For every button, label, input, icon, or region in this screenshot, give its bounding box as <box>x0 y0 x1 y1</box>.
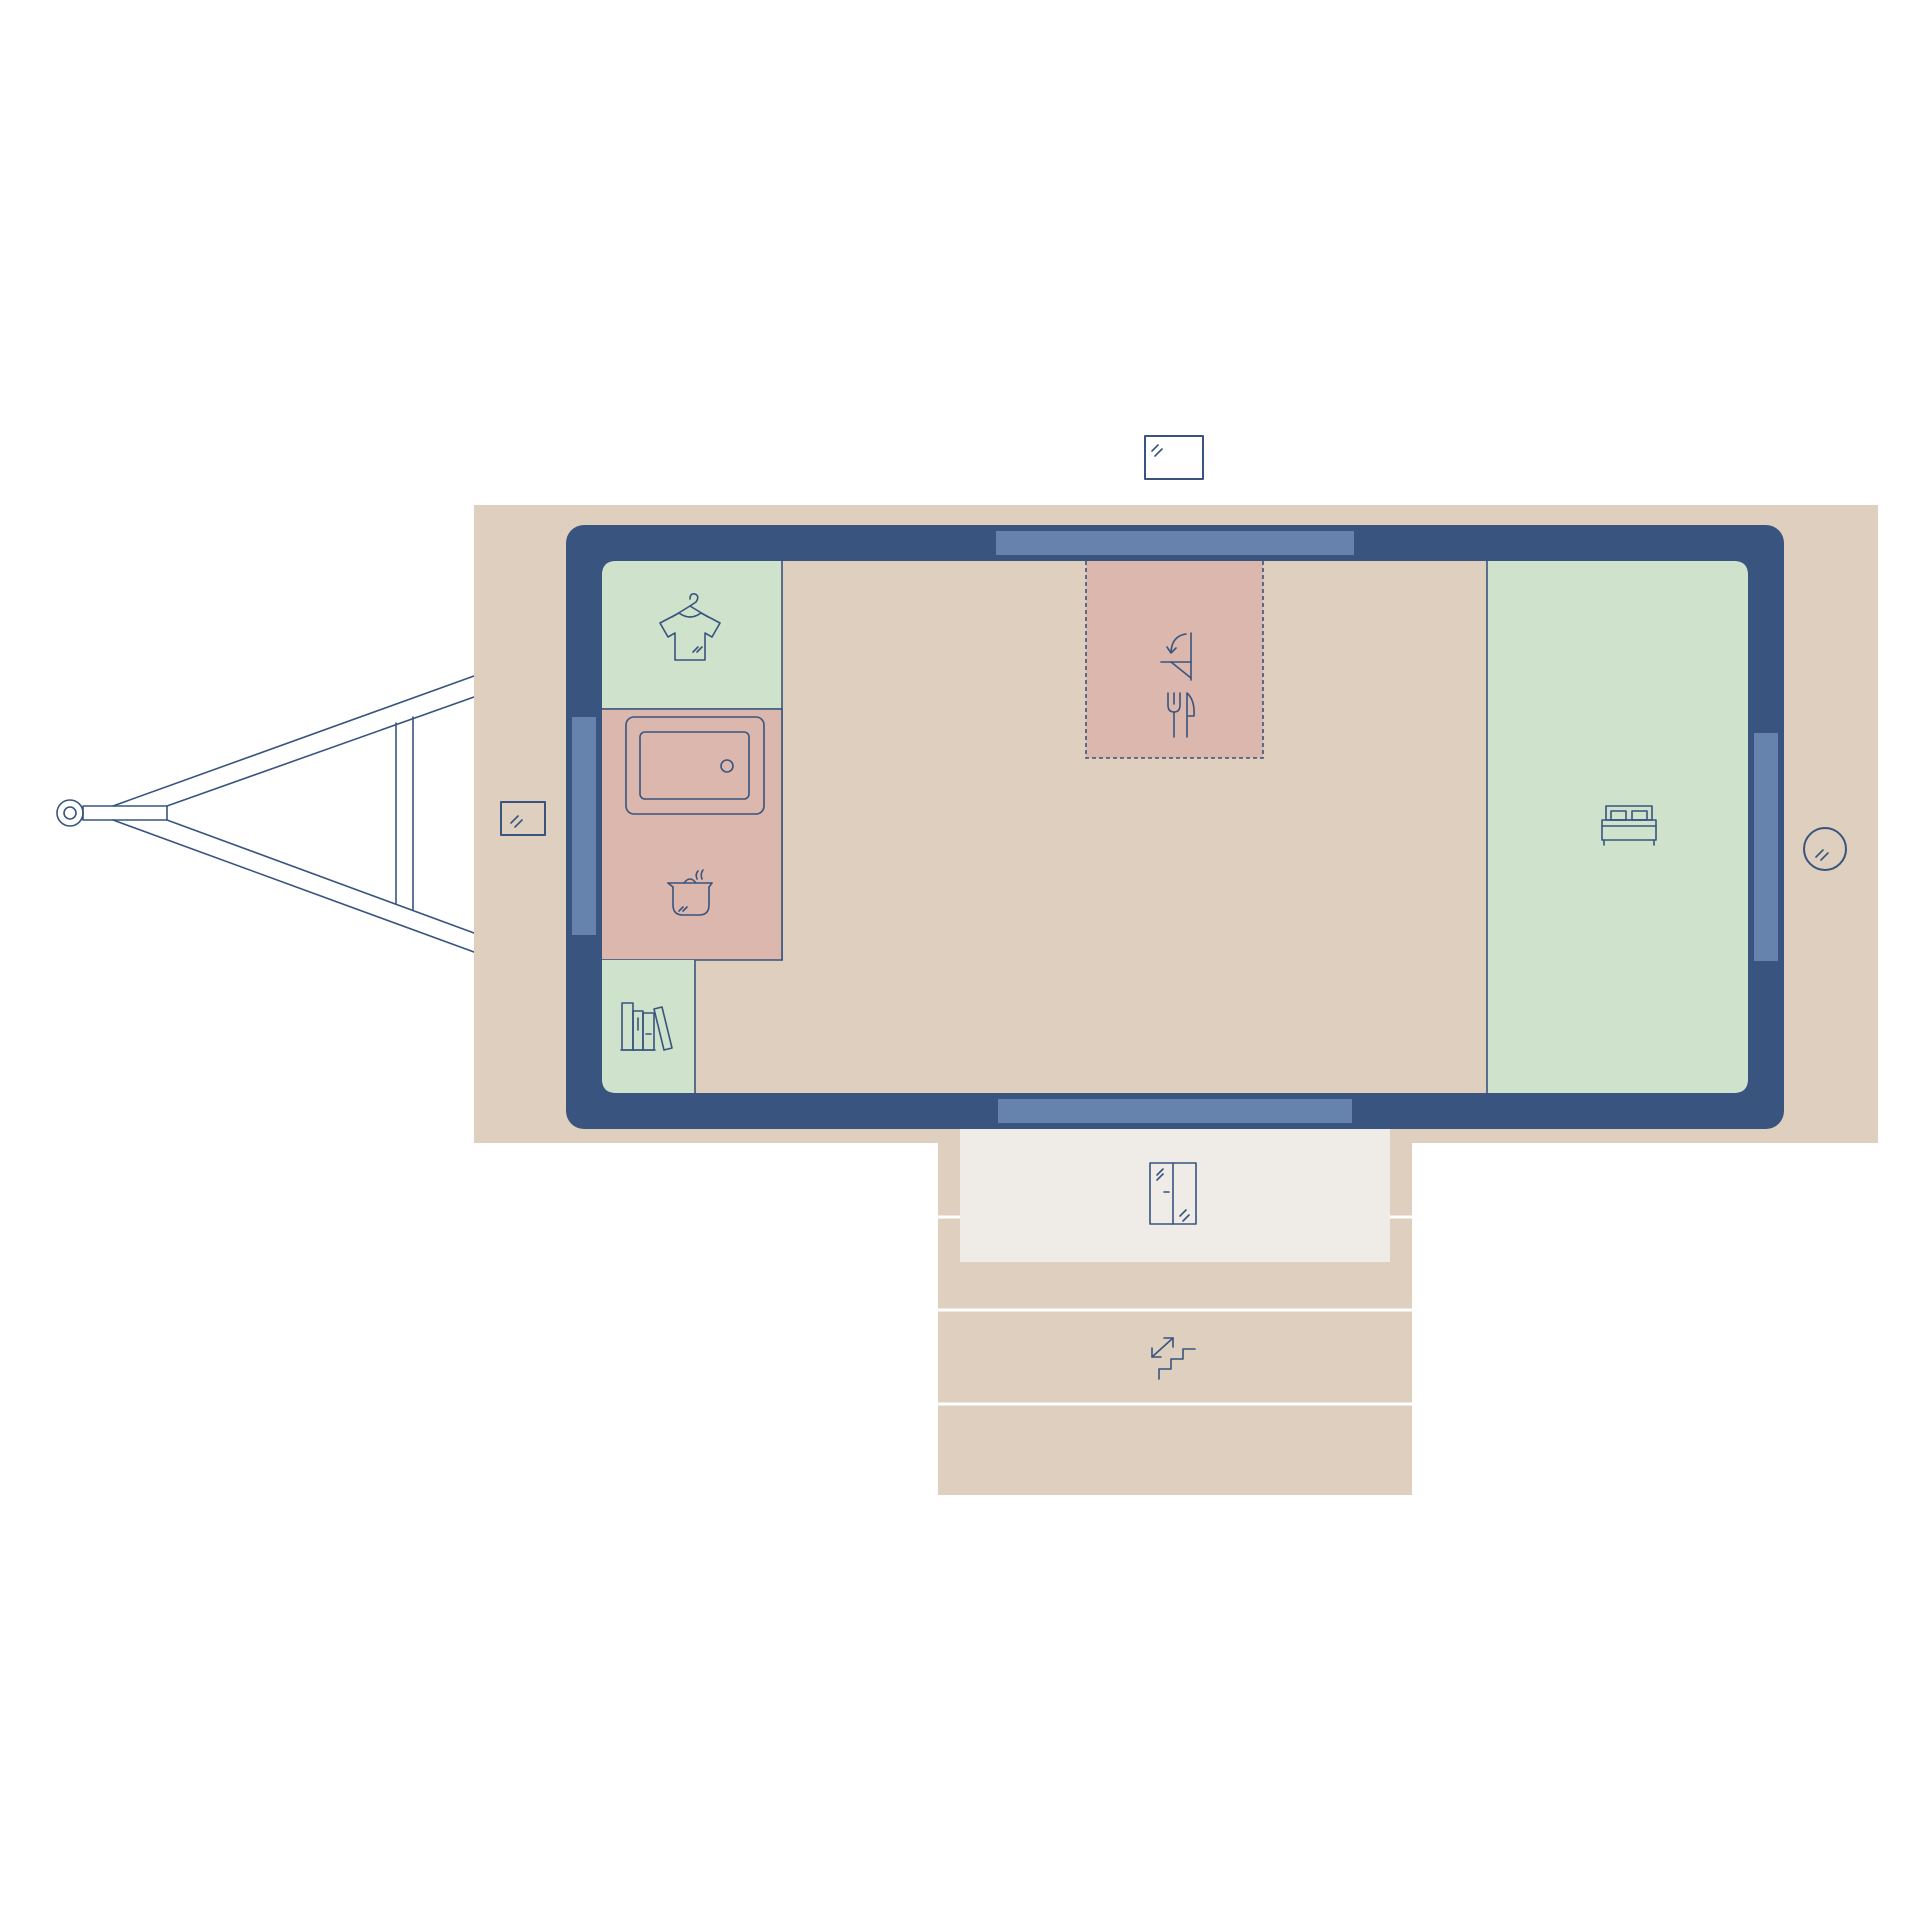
ew-left-mark-2 <box>514 819 523 828</box>
shirt-hanger-icon <box>659 593 721 661</box>
window-top <box>996 531 1354 555</box>
stairs-arrow-down <box>1151 1347 1162 1358</box>
exterior-light-icon <box>1803 827 1847 871</box>
ew-left-mark-1 <box>510 815 519 824</box>
pot-handles <box>667 882 713 888</box>
sink-basin-outer <box>625 716 765 815</box>
stairs-icon <box>1151 1337 1196 1380</box>
ew-top-mark-1 <box>1151 444 1159 452</box>
window-right <box>1754 733 1778 961</box>
bedroom-zone <box>1487 561 1748 1093</box>
sliding-door-icon <box>1149 1162 1197 1225</box>
exterior-window-left <box>500 801 546 836</box>
tongue-upper-inner <box>166 696 475 807</box>
kitchen-zone <box>602 709 782 960</box>
exterior-window-icon <box>1144 435 1204 480</box>
hanger-hook <box>689 593 699 607</box>
books-icon <box>620 1002 673 1051</box>
door-glass-mark-2 <box>1156 1173 1164 1181</box>
sink-basin-inner <box>639 731 750 800</box>
dining-dashed-outline <box>1085 561 1264 759</box>
knife <box>1186 692 1195 738</box>
exterior-window-icon <box>500 801 546 836</box>
door-glass-mark-1 <box>1156 1168 1164 1176</box>
light-mark-2 <box>1820 852 1829 861</box>
cooking-pot-icon <box>667 869 713 916</box>
tongue-lower-outer <box>112 819 475 953</box>
entry-porch <box>960 1128 1390 1262</box>
shirt-mark-1 <box>692 646 699 653</box>
exterior-light-ring <box>1803 827 1847 871</box>
trailer-hitch <box>56 675 475 953</box>
fold-arrow-head <box>1166 646 1177 654</box>
pot-steam <box>695 869 704 880</box>
stairs-arrow-line <box>1151 1337 1174 1358</box>
tongue-upper-outer <box>112 675 475 807</box>
fork-knife-icon <box>1167 692 1195 738</box>
pot-mark-2 <box>682 906 688 912</box>
tongue-lower-inner <box>166 819 475 934</box>
pot-body <box>672 886 710 916</box>
door-glass-mark-3 <box>1179 1209 1187 1217</box>
sink-icon <box>625 716 765 815</box>
pot-lid-knob <box>683 878 697 884</box>
pot-mark-1 <box>678 906 684 912</box>
stairs-arrow-up <box>1163 1337 1174 1348</box>
interior-floor <box>602 561 1748 1093</box>
wardrobe-zone <box>602 561 782 709</box>
bed-mattress <box>1601 819 1657 841</box>
fold-down-table-icon <box>1160 632 1192 681</box>
shirt-mark-2 <box>696 646 703 653</box>
sink-drain <box>720 759 734 773</box>
ew-top-mark-2 <box>1154 448 1163 457</box>
light-mark-1 <box>1815 849 1824 858</box>
hitch-ball-inner <box>63 806 77 820</box>
exterior-window-top <box>1144 435 1204 480</box>
hitch-coupler <box>82 805 168 821</box>
window-left <box>572 717 596 935</box>
book-4 <box>653 1006 673 1051</box>
door-glass-mark-4 <box>1182 1214 1190 1222</box>
bookshelf-zone <box>602 960 695 1093</box>
shirt-body <box>659 612 721 661</box>
fold-arrow-arc <box>1170 633 1187 653</box>
bed-icon <box>1601 805 1657 846</box>
window-bottom <box>998 1099 1352 1123</box>
stairs-steps <box>1158 1348 1196 1380</box>
fold-table-brace <box>1170 661 1192 679</box>
